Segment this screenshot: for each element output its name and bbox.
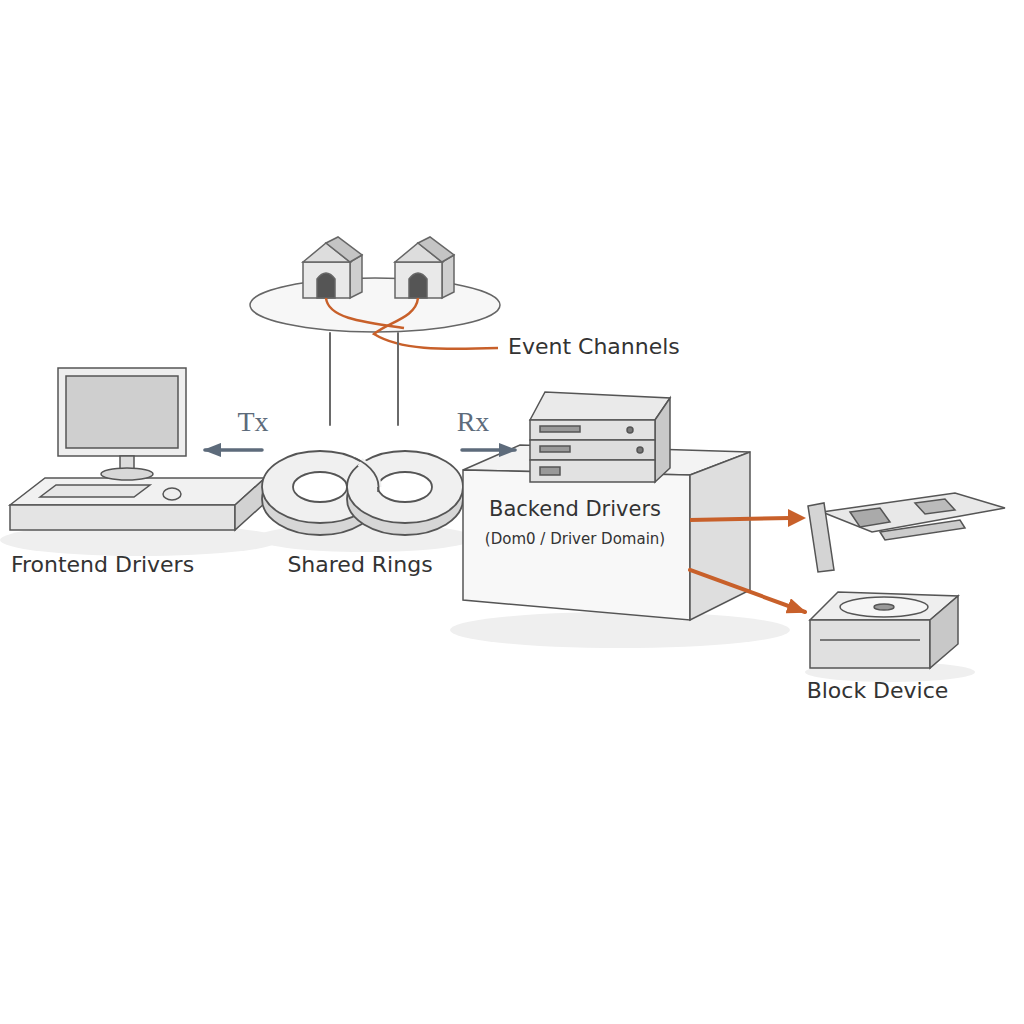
desk-side: [235, 478, 265, 530]
tx-arrow: [205, 448, 262, 452]
card-bracket: [808, 503, 834, 572]
disk-drive: [810, 592, 958, 668]
channel-rods: [330, 333, 398, 425]
shared-rings: [262, 451, 463, 535]
event-channel-node: Event Channels: [250, 277, 500, 333]
node-sublabel: (Dom0 / Driver Domain): [470, 530, 680, 548]
edge-label: Rx: [448, 408, 498, 436]
backend-node: Backend Drivers(Dom0 / Driver Domain): [515, 385, 690, 620]
channel-house: [303, 237, 362, 298]
card-board: [822, 493, 1005, 532]
server-side: [655, 398, 670, 482]
block-device-node: Block Device: [805, 585, 960, 705]
desk-computer: [10, 368, 265, 530]
keyboard: [40, 485, 150, 497]
event-leader: [374, 298, 498, 349]
card-chip: [850, 508, 890, 527]
server-top: [530, 392, 670, 420]
house-door: [317, 273, 335, 298]
desk-top: [10, 478, 265, 505]
card-edge: [880, 520, 965, 540]
box-front: [463, 470, 690, 620]
disk-side: [930, 596, 958, 668]
house-front: [395, 262, 442, 298]
shared-rings-node: Shared Rings: [262, 425, 462, 585]
house-roof: [326, 237, 362, 262]
ring-hole: [378, 472, 432, 502]
nic-arrow: [690, 518, 790, 520]
house-roof: [418, 237, 454, 262]
node-label: Event Channels: [508, 334, 708, 360]
shadow: [450, 612, 790, 648]
monitor-screen: [66, 376, 178, 448]
card-chip: [915, 499, 955, 514]
monitor-frame: [58, 368, 186, 456]
node-label: Frontend Drivers: [5, 552, 200, 578]
backend-box: [463, 445, 750, 620]
ring-hole: [293, 472, 347, 502]
server-led: [637, 447, 643, 453]
server-bay: [530, 460, 655, 482]
channel-house: [395, 237, 454, 298]
desk-front: [10, 505, 235, 530]
nic-arrowhead: [788, 509, 806, 527]
server-slot: [540, 446, 570, 452]
server-slot: [540, 467, 560, 475]
ring-link: [355, 458, 379, 492]
edge-label: Tx: [228, 408, 278, 436]
box-side: [690, 452, 750, 620]
disk-groove: [820, 639, 920, 641]
house-door: [409, 273, 427, 298]
platform-disc: [250, 278, 500, 332]
node-label: Shared Rings: [260, 552, 460, 578]
ring-top: [347, 451, 463, 523]
nic-card: [808, 493, 1005, 572]
server-bay: [530, 420, 655, 440]
server-led: [627, 427, 633, 433]
event-wires: [326, 298, 498, 349]
event-channel-platform: [250, 237, 500, 332]
server-unit: [530, 392, 670, 482]
server-bay: [530, 440, 655, 460]
rx-arrow: [462, 448, 515, 452]
disk-front: [810, 620, 930, 668]
block-arrow: [690, 570, 805, 612]
server-slot: [540, 426, 580, 432]
disk-platter: [840, 597, 928, 617]
node-label: Block Device: [800, 678, 955, 704]
disk-spindle: [874, 604, 894, 610]
frontend-node: Frontend Drivers: [10, 365, 205, 580]
monitor-base: [101, 468, 153, 480]
house-front: [303, 262, 350, 298]
node-label: Backend Drivers: [475, 497, 675, 522]
mouse: [163, 488, 181, 500]
